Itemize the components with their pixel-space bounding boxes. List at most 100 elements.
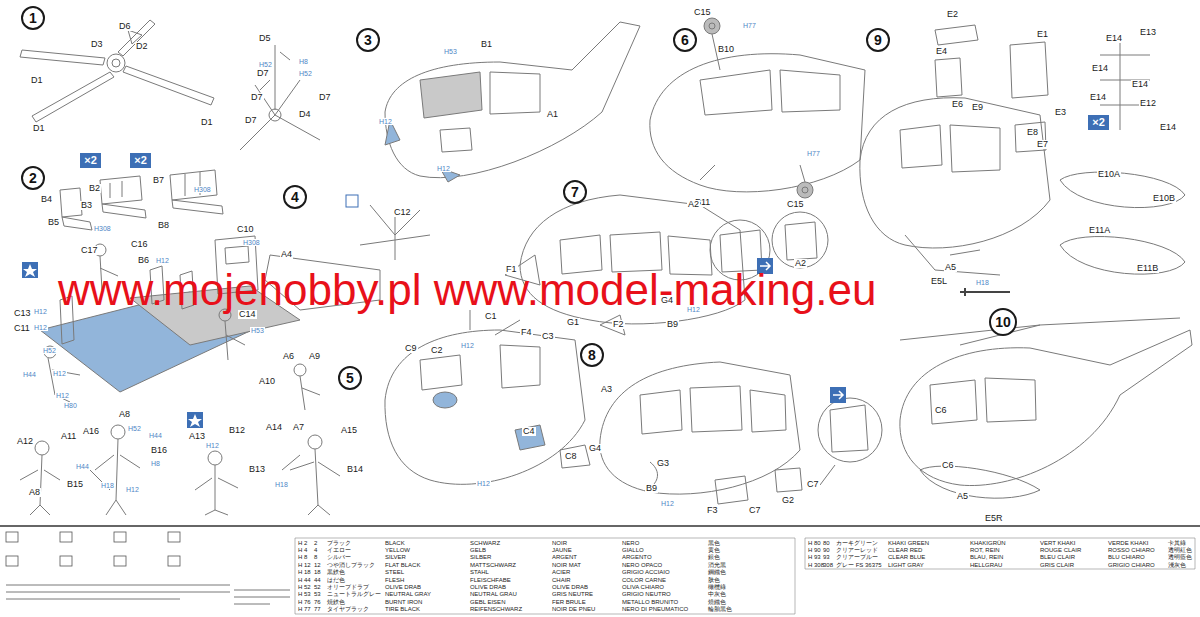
table-cell: クリアーレッド — [836, 547, 878, 553]
paint-code: H12 — [155, 257, 170, 264]
part-number: D7 — [318, 93, 332, 102]
part-number: C15 — [786, 200, 805, 209]
table-cell: 橄欖綠 — [708, 584, 726, 590]
part-number: E11B — [1136, 264, 1159, 273]
part-number: C2 — [430, 346, 444, 355]
part-number: C12 — [393, 208, 412, 217]
part-number: E5L — [930, 277, 948, 286]
table-cell: COLOR CARNE — [622, 577, 666, 583]
part-number: B12 — [228, 426, 246, 435]
part-number: G4 — [588, 444, 602, 453]
paint-code: H12 — [378, 118, 393, 125]
paint-code: H18 — [274, 481, 289, 488]
part-number: A9 — [308, 352, 321, 361]
table-cell: VERDE KHAKI — [1108, 540, 1148, 546]
part-number: E12 — [1139, 99, 1157, 108]
part-number: G4 — [660, 296, 674, 305]
part-number: E1 — [1036, 30, 1049, 39]
step-number: 3 — [356, 28, 380, 52]
part-number: C15 — [693, 8, 712, 17]
part-number: B5 — [47, 218, 60, 227]
table-cell: GIALLO — [622, 547, 644, 553]
part-number: C10 — [236, 225, 255, 234]
table-cell: H 90 — [808, 547, 821, 553]
table-cell: カーキグリーン — [836, 540, 878, 546]
quantity-badge: ×2 — [130, 153, 151, 168]
part-number: B8 — [157, 221, 170, 230]
part-number: C3 — [541, 332, 555, 341]
part-number: B3 — [80, 201, 93, 210]
paint-code: H52 — [127, 425, 142, 432]
table-cell: NOIR — [552, 540, 567, 546]
part-number: D7 — [256, 69, 270, 78]
table-cell: VERT KHAKI — [1040, 540, 1075, 546]
step-number: 2 — [21, 166, 45, 190]
table-cell: H 2 — [298, 540, 307, 546]
step-number: 6 — [673, 28, 697, 52]
table-cell: GRIS CLAIR — [1040, 562, 1074, 568]
part-number: C9 — [404, 344, 418, 353]
part-number: B9 — [645, 484, 658, 493]
step-text: 4 — [291, 190, 299, 204]
table-cell: NOIR MAT — [552, 562, 581, 568]
step-text: 1 — [29, 11, 37, 25]
table-cell: 中灰色 — [708, 591, 726, 597]
part-number: B16 — [150, 446, 168, 455]
part-number: E7 — [1036, 140, 1049, 149]
table-cell: 焼鉄色 — [327, 599, 345, 605]
table-cell: H 52 — [298, 584, 311, 590]
paint-code: H44 — [75, 463, 90, 470]
table-cell: 透明紅色 — [1168, 547, 1192, 553]
part-number: E4 — [935, 47, 948, 56]
paint-code: H12 — [205, 442, 220, 449]
part-number: C7 — [806, 480, 820, 489]
table-cell: BURNT IRON — [385, 599, 422, 605]
table-cell: H 44 — [298, 577, 311, 583]
part-number: E13 — [1139, 28, 1157, 37]
part-number: A13 — [188, 432, 206, 441]
quantity-text: ×2 — [84, 155, 97, 166]
table-cell: BLU CHIARO — [1108, 554, 1145, 560]
part-number: B14 — [346, 465, 364, 474]
part-number: A16 — [82, 427, 100, 436]
table-cell: イエロー — [327, 547, 351, 553]
part-number: A14 — [265, 423, 283, 432]
table-cell: NEUTRAL GRAU — [470, 591, 517, 597]
table-cell: H 12 — [298, 562, 311, 568]
paint-code: H53 — [250, 327, 265, 334]
table-cell: 93 — [823, 554, 830, 560]
part-number: A15 — [340, 426, 358, 435]
watermark: www.mojehobby.pl www.model-making.eu — [58, 268, 876, 312]
table-cell: 肤色 — [708, 577, 720, 583]
table-cell: 銀色 — [708, 554, 720, 560]
table-cell: シルバー — [327, 554, 351, 560]
paint-code: H12 — [125, 486, 140, 493]
part-number: D3 — [90, 40, 104, 49]
step-text: 9 — [874, 33, 882, 47]
part-number: C16 — [130, 240, 149, 249]
paint-code: H77 — [806, 150, 821, 157]
table-cell: ニュートラルグレー — [327, 591, 381, 597]
table-cell: METALLO BRUNITO — [622, 599, 678, 605]
table-cell: H 80 — [808, 540, 821, 546]
part-number: G2 — [781, 496, 795, 505]
table-cell: 2 — [314, 540, 317, 546]
table-cell: 4 — [314, 547, 317, 553]
part-number: A3 — [600, 385, 613, 394]
table-cell: グレー FS 36375 — [836, 562, 882, 568]
part-number: C6 — [941, 461, 955, 470]
part-number: E5R — [984, 514, 1004, 523]
table-cell: GRIGIO ACCIAIO — [622, 569, 670, 575]
table-cell: 鋼鐵色 — [708, 569, 726, 575]
step-number: 5 — [338, 366, 362, 390]
part-number: B1 — [480, 40, 493, 49]
table-cell: ブラック — [327, 540, 351, 546]
table-cell: NEUTRAL GRAY — [385, 591, 431, 597]
table-cell: H 93 — [808, 554, 821, 560]
step-text: 10 — [995, 315, 1011, 329]
table-cell: 卡其綠 — [1168, 540, 1186, 546]
part-number: E8 — [1026, 128, 1039, 137]
table-cell: H 4 — [298, 547, 307, 553]
table-cell: OLIVE DRAB — [385, 584, 421, 590]
table-cell: SCHWARZ — [470, 540, 500, 546]
